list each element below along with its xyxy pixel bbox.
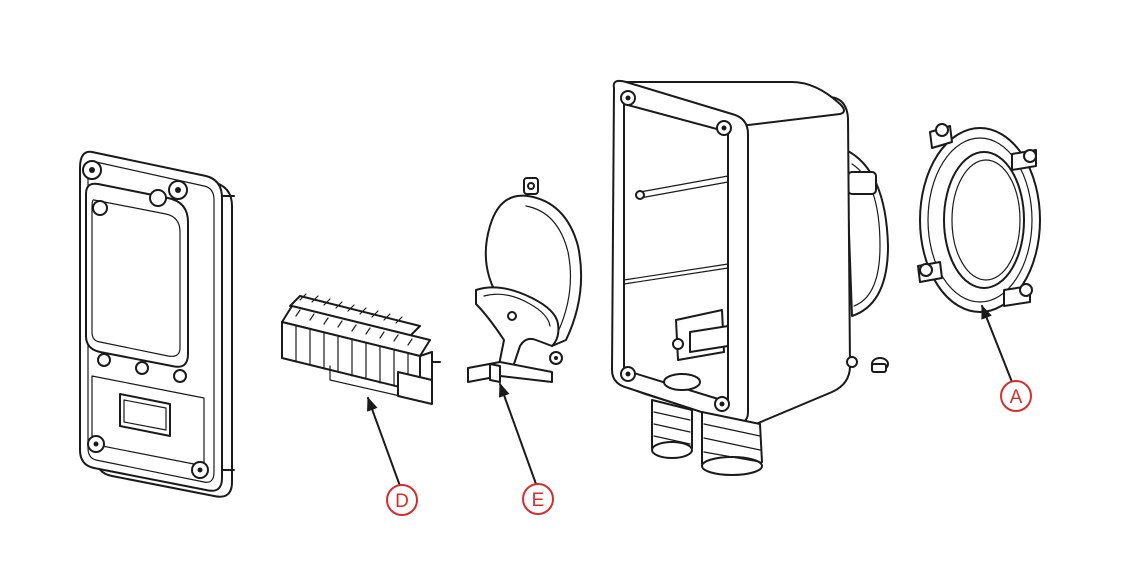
callout-a: A bbox=[1000, 380, 1032, 412]
mounting-bracket bbox=[467, 177, 583, 383]
cable-glands bbox=[651, 399, 763, 476]
front-cover bbox=[79, 150, 235, 498]
callout-d: D bbox=[386, 484, 418, 516]
callout-circle-d bbox=[386, 484, 418, 516]
leader-line-a bbox=[981, 304, 1013, 383]
callout-label-a: A bbox=[1010, 387, 1023, 408]
leader-line-d bbox=[367, 396, 401, 487]
loose-plug bbox=[871, 357, 889, 373]
gasket-lug bbox=[929, 123, 953, 149]
enclosure-box bbox=[611, 79, 889, 426]
gasket-lug bbox=[1011, 149, 1037, 171]
callout-label-e: E bbox=[532, 490, 545, 511]
gasket-ring bbox=[917, 123, 1041, 313]
gasket-lug bbox=[1003, 283, 1033, 307]
callout-circle-e bbox=[522, 483, 554, 515]
callout-label-d: D bbox=[395, 491, 409, 512]
leader-line-e bbox=[498, 382, 537, 485]
callout-circle-a bbox=[1000, 380, 1032, 412]
callout-e: E bbox=[522, 483, 554, 515]
terminal-block bbox=[281, 293, 441, 405]
gasket-lug bbox=[917, 261, 943, 283]
